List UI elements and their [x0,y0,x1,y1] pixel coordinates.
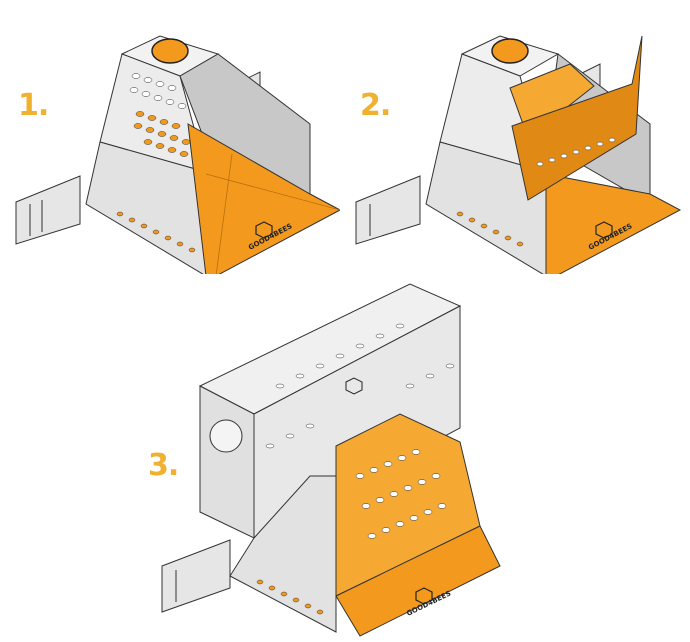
step-3-illustration: GOOD4BEES [160,276,540,642]
step-1-illustration: GOOD4BEES [10,14,340,274]
step-number-1: 1. [18,88,49,123]
step-number-3: 3. [148,448,179,483]
step-number-2: 2. [360,88,391,123]
step-2-illustration: GOOD4BEES [350,14,690,274]
